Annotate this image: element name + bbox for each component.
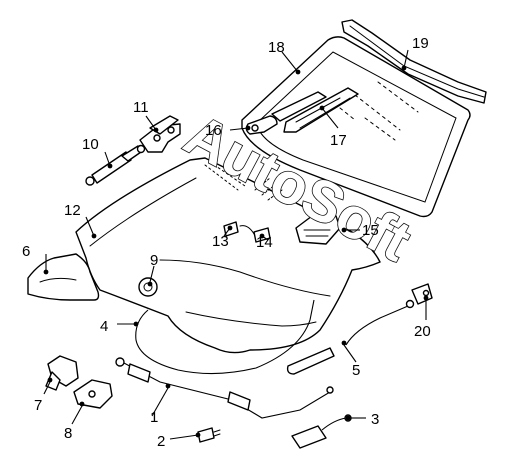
callout-2: 2 [157,433,165,450]
callout-17: 17 [330,132,347,149]
callout-4: 4 [100,318,108,335]
emblem [138,277,158,297]
bracket [411,283,433,305]
callout-18: 18 [268,39,285,56]
release-cable [286,299,415,375]
callout-13: 13 [212,233,229,250]
callout-20: 20 [414,323,431,340]
callout-8: 8 [64,425,72,442]
bowden-cable [115,357,334,419]
callout-7: 7 [34,397,42,414]
hinge [139,115,181,153]
callout-15: 15 [362,222,379,239]
leader-lines [43,49,427,440]
callout-5: 5 [352,362,360,379]
bonnet-switch [291,414,352,449]
windscreen [241,36,471,218]
callouts: 1 2 3 4 5 6 7 8 9 10 11 12 13 14 15 16 1… [22,35,431,450]
callout-12: 12 [64,202,81,219]
callout-10: 10 [82,136,99,153]
seal-strip [135,299,315,375]
leader-dots [43,65,429,438]
callout-11: 11 [133,99,149,116]
lock-catch [73,379,113,409]
windscreen-seal [341,19,487,104]
callout-3: 3 [371,411,379,428]
callout-1: 1 [150,409,158,426]
lock [45,355,79,391]
callout-16: 16 [205,122,222,139]
callout-9: 9 [150,252,158,269]
pin [197,427,221,443]
bonnet [75,157,381,354]
callout-19: 19 [412,35,429,52]
callout-14: 14 [256,234,273,251]
callout-6: 6 [22,243,30,260]
washer-box [295,215,341,245]
